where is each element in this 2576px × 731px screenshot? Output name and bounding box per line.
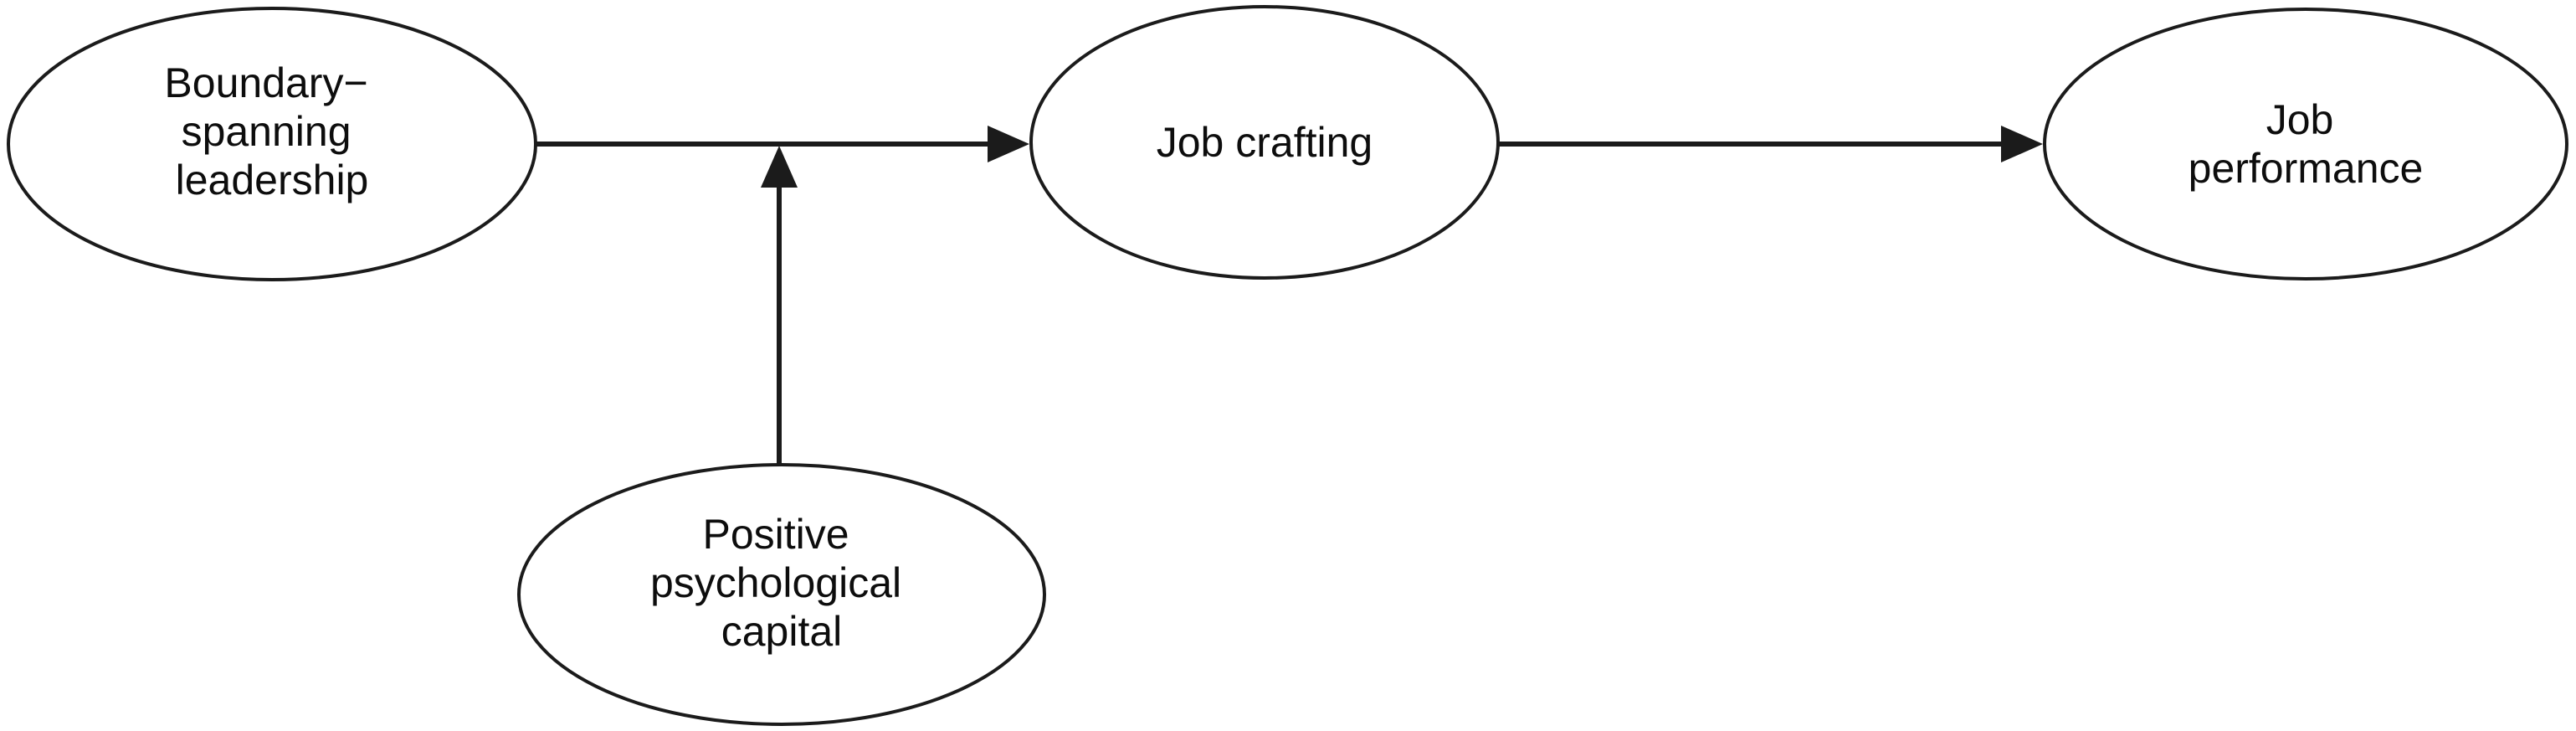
node-label-line: leadership: [176, 157, 369, 203]
node-job-crafting[interactable]: Job crafting: [1029, 5, 1500, 280]
node-label-line: Job: [2266, 96, 2334, 143]
edge-crafting-to-performance[interactable]: [1498, 126, 2043, 162]
node-boundary-spanning-leadership[interactable]: Boundary− spanning leadership: [7, 7, 537, 281]
node-job-performance[interactable]: Job performance: [2043, 8, 2568, 281]
node-shape-ellipse: [1029, 5, 1500, 280]
arrowhead-right-icon: [988, 126, 1029, 162]
node-label-line: psychological: [650, 559, 901, 606]
node-label-line: performance: [2189, 145, 2424, 192]
arrowhead-up-icon: [761, 146, 798, 188]
node-label-boundary-spanning-leadership: Boundary− spanning leadership: [164, 59, 379, 203]
edge-capital-moderator[interactable]: [761, 146, 798, 466]
node-label-line: spanning: [182, 108, 352, 155]
node-label-positive-psychological-capital: Positive psychological capital: [650, 511, 913, 655]
node-label-job-crafting: Job crafting: [1157, 119, 1373, 166]
node-label-job-performance: Job performance: [2189, 96, 2424, 192]
node-label-line: Positive: [703, 511, 849, 558]
arrowhead-right-icon: [2001, 126, 2043, 162]
node-shape-ellipse: [7, 7, 537, 281]
node-label-line: capital: [721, 608, 843, 655]
node-label-line: Boundary−: [164, 59, 367, 106]
node-shape-ellipse: [517, 463, 1046, 726]
node-label-line: Job crafting: [1157, 119, 1373, 166]
edge-leadership-to-crafting[interactable]: [536, 126, 1029, 162]
node-positive-psychological-capital[interactable]: Positive psychological capital: [517, 463, 1046, 726]
node-shape-ellipse: [2043, 8, 2568, 281]
